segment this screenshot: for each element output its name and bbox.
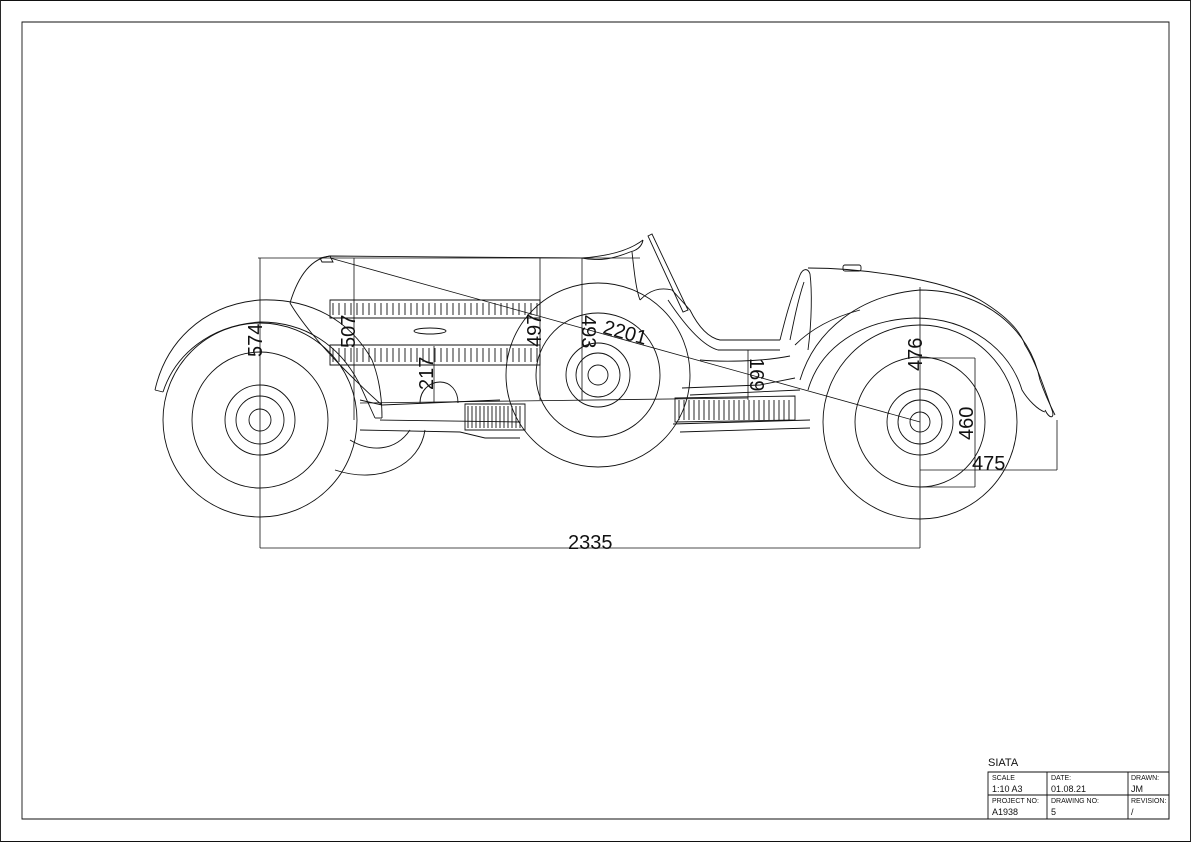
sheet-inner-border bbox=[22, 22, 1169, 819]
sill-louvres-rear bbox=[675, 396, 795, 422]
dimension-lines bbox=[258, 258, 1057, 548]
dim-460: 460 bbox=[956, 407, 978, 440]
dim-169: 169 bbox=[745, 358, 767, 391]
rear-inner-wheel bbox=[335, 430, 425, 475]
title-block: SIATA SCALE 1:10 A3 DATE: 01.08.21 DRAWN… bbox=[988, 757, 1169, 819]
side-vent-arc bbox=[420, 382, 458, 403]
revision-label: REVISION: bbox=[1131, 798, 1166, 805]
drawn-value: JM bbox=[1131, 784, 1143, 794]
dim-217: 217 bbox=[416, 357, 438, 390]
dim-507: 507 bbox=[338, 315, 360, 348]
drawn-label: DRAWN: bbox=[1131, 775, 1159, 782]
dim-476: 476 bbox=[905, 338, 927, 371]
drawing-no-value: 5 bbox=[1051, 807, 1056, 817]
dim-574: 574 bbox=[245, 324, 267, 357]
bonnet-louvres-upper bbox=[330, 300, 540, 318]
bonnet-badge bbox=[414, 328, 446, 334]
drawing-title: SIATA bbox=[988, 757, 1019, 769]
dim-475: 475 bbox=[972, 453, 1005, 475]
date-label: DATE: bbox=[1051, 775, 1071, 782]
rear-fender bbox=[800, 290, 1055, 415]
dim-493: 493 bbox=[577, 315, 599, 348]
project-label: PROJECT NO: bbox=[992, 798, 1039, 805]
revision-value: / bbox=[1131, 807, 1134, 817]
scale-label: SCALE bbox=[992, 775, 1015, 782]
dim-2335: 2335 bbox=[568, 532, 613, 554]
dimension-labels: 574 507 217 497 493 2201 169 476 460 475… bbox=[245, 314, 1005, 554]
spare-wheel bbox=[506, 283, 690, 467]
dim-497: 497 bbox=[524, 314, 546, 347]
scale-value: 1:10 A3 bbox=[992, 784, 1023, 794]
drawing-no-label: DRAWING NO: bbox=[1051, 798, 1099, 805]
date-value: 01.08.21 bbox=[1051, 784, 1086, 794]
project-value: A1938 bbox=[992, 807, 1018, 817]
body-outline bbox=[290, 234, 1053, 438]
